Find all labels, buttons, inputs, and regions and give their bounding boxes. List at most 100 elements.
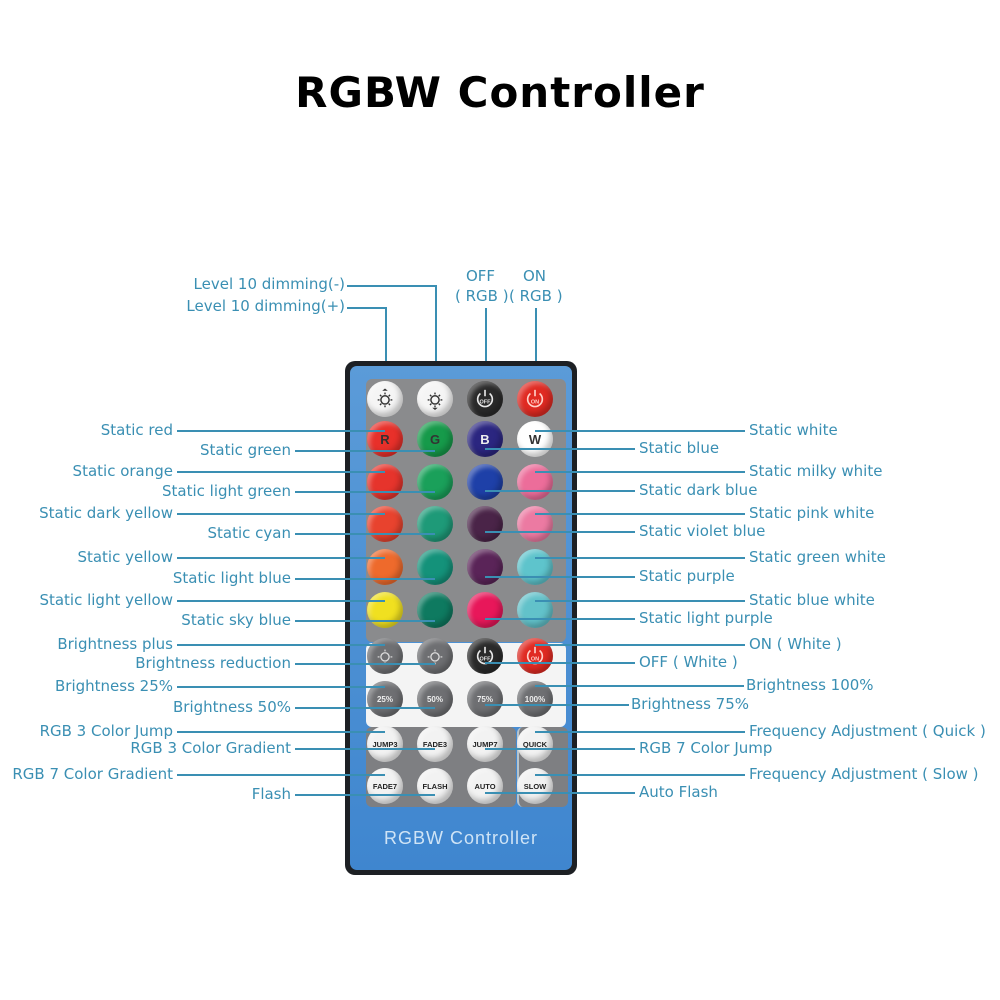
left-label: Static light blue [172, 569, 291, 587]
right-label: Static purple [639, 567, 735, 585]
green-button[interactable]: G [417, 421, 453, 457]
leader-line [177, 686, 385, 688]
right-label: Static violet blue [639, 522, 766, 540]
b75-button[interactable]: 75% [467, 681, 503, 717]
right-label: Frequency Adjustment ( Quick ) [749, 722, 986, 740]
sky-blue-button[interactable] [417, 592, 453, 628]
on-rgb-button[interactable]: ON [517, 381, 553, 417]
leader-line [535, 557, 745, 559]
brightness-plus-icon [377, 649, 393, 665]
svg-text:OFF: OFF [480, 657, 492, 663]
left-label: Static orange [72, 462, 173, 480]
left-label: Static cyan [207, 524, 291, 542]
right-label: Auto Flash [639, 783, 718, 801]
left-label: Static yellow [77, 548, 173, 566]
leader-line [177, 731, 385, 733]
leader-line [177, 600, 385, 602]
purple-button[interactable] [467, 549, 503, 585]
svg-text:ON: ON [531, 400, 539, 406]
green-white-button[interactable] [517, 549, 553, 585]
leader-line [295, 620, 435, 622]
svg-text:ON: ON [531, 657, 539, 663]
leader-line [535, 430, 745, 432]
right-label: Frequency Adjustment ( Slow ) [749, 765, 979, 783]
right-label: Static dark blue [639, 481, 758, 499]
auto-button[interactable]: AUTO [467, 768, 503, 804]
leader-line [295, 491, 435, 493]
label-off-rgb-1: OFF [466, 267, 496, 285]
leader-line [177, 513, 385, 515]
fade3-button[interactable]: FADE3 [417, 726, 453, 762]
left-label: Static red [100, 421, 173, 439]
b100-button[interactable]: 100% [517, 681, 553, 717]
orange-button[interactable] [367, 464, 403, 500]
leader-line [295, 748, 435, 750]
violet-blue-button[interactable] [467, 506, 503, 542]
left-label: Brightness 50% [172, 698, 291, 716]
brightness-down-icon [427, 392, 443, 410]
cyan-button[interactable] [417, 506, 453, 542]
white-button[interactable]: W [517, 421, 553, 457]
leader-line [485, 618, 635, 620]
right-label: Static blue white [749, 591, 875, 609]
remote-brand-label: RGBW Controller [383, 828, 539, 848]
yellow-button[interactable] [367, 549, 403, 585]
right-label: OFF ( White ) [639, 653, 738, 671]
leader-line [485, 448, 635, 450]
leader-line [295, 450, 435, 452]
blue-button[interactable]: B [467, 421, 503, 457]
red-button[interactable]: R [367, 421, 403, 457]
left-label: Static light yellow [39, 591, 173, 609]
leader-line [485, 490, 635, 492]
b50-button[interactable]: 50% [417, 681, 453, 717]
label-off-rgb-2: ( RGB ) [455, 287, 509, 305]
right-label: Static pink white [749, 504, 875, 522]
leader-line [535, 731, 745, 733]
power-icon: ON [526, 646, 544, 665]
leader-line [535, 644, 745, 646]
label-on-rgb-2: ( RGB ) [509, 287, 563, 305]
left-label: Static sky blue [181, 611, 291, 629]
dark-yellow-button[interactable] [367, 506, 403, 542]
right-label: RGB 7 Color Jump [639, 739, 773, 757]
flash-button[interactable]: FLASH [417, 768, 453, 804]
leader-line [295, 794, 435, 796]
brightness-up-icon [377, 388, 393, 408]
left-label: Flash [251, 785, 291, 803]
left-label: Static light green [162, 482, 291, 500]
light-green-button[interactable] [417, 464, 453, 500]
label-dim-plus: Level 10 dimming(+) [186, 297, 345, 315]
brightness-minus-icon [427, 649, 443, 665]
dim-minus-button[interactable] [417, 381, 453, 417]
svg-text:OFF: OFF [480, 400, 492, 406]
left-label: RGB 7 Color Gradient [12, 765, 173, 783]
left-label: Brightness plus [57, 635, 173, 653]
light-yellow-button[interactable] [367, 592, 403, 628]
left-label: Brightness 25% [54, 677, 173, 695]
pink-white-button[interactable] [517, 506, 553, 542]
leader-line [535, 471, 745, 473]
power-icon: OFF [476, 646, 494, 665]
brightness-minus-button[interactable] [417, 638, 453, 674]
light-purple-button[interactable] [467, 592, 503, 628]
left-label: Brightness reduction [135, 654, 291, 672]
right-label: Brightness 100% [746, 676, 874, 694]
blue-white-button[interactable] [517, 592, 553, 628]
off-rgb-button[interactable]: OFF [467, 381, 503, 417]
leader-line [295, 663, 435, 665]
leader-line [177, 557, 385, 559]
dim-plus-button[interactable] [367, 381, 403, 417]
jump7-button[interactable]: JUMP7 [467, 726, 503, 762]
left-label: Static green [200, 441, 291, 459]
light-blue-button[interactable] [417, 549, 453, 585]
milky-white-button[interactable] [517, 464, 553, 500]
leader-line [177, 430, 385, 432]
leader-line [535, 600, 745, 602]
off-white-button[interactable]: OFF [467, 638, 503, 674]
leader-line [535, 685, 744, 687]
power-icon: OFF [476, 389, 494, 408]
dark-blue-button[interactable] [467, 464, 503, 500]
right-label: Brightness 75% [631, 695, 750, 713]
leader-line [535, 513, 745, 515]
right-label: Static blue [639, 439, 720, 457]
